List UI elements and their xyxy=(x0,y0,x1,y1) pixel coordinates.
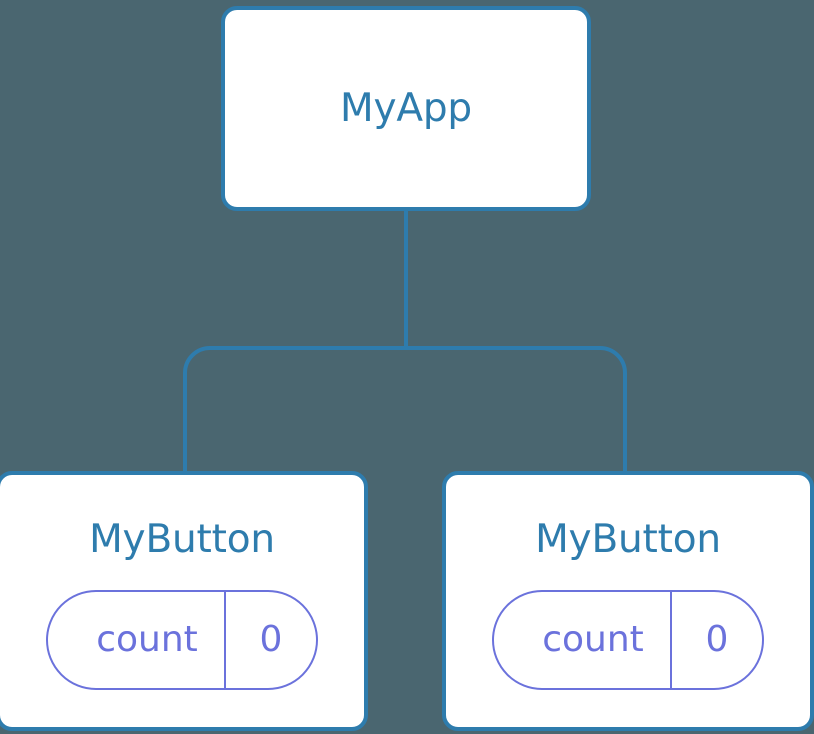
state-value: 0 xyxy=(224,592,316,688)
component-node-title: MyApp xyxy=(340,86,472,131)
connector-branch-left xyxy=(183,346,406,473)
state-key: count xyxy=(96,619,198,660)
component-node-mybutton-1[interactable]: MyButton count 0 xyxy=(0,471,368,731)
component-node-mybutton-2[interactable]: MyButton count 0 xyxy=(442,471,814,731)
connector-branch-right xyxy=(406,346,627,473)
state-pill[interactable]: count 0 xyxy=(492,590,764,690)
state-value: 0 xyxy=(670,592,762,688)
component-node-title: MyButton xyxy=(89,517,275,562)
state-pill[interactable]: count 0 xyxy=(46,590,318,690)
component-node-myapp[interactable]: MyApp xyxy=(221,6,591,211)
state-key: count xyxy=(542,619,644,660)
component-node-title: MyButton xyxy=(535,517,721,562)
